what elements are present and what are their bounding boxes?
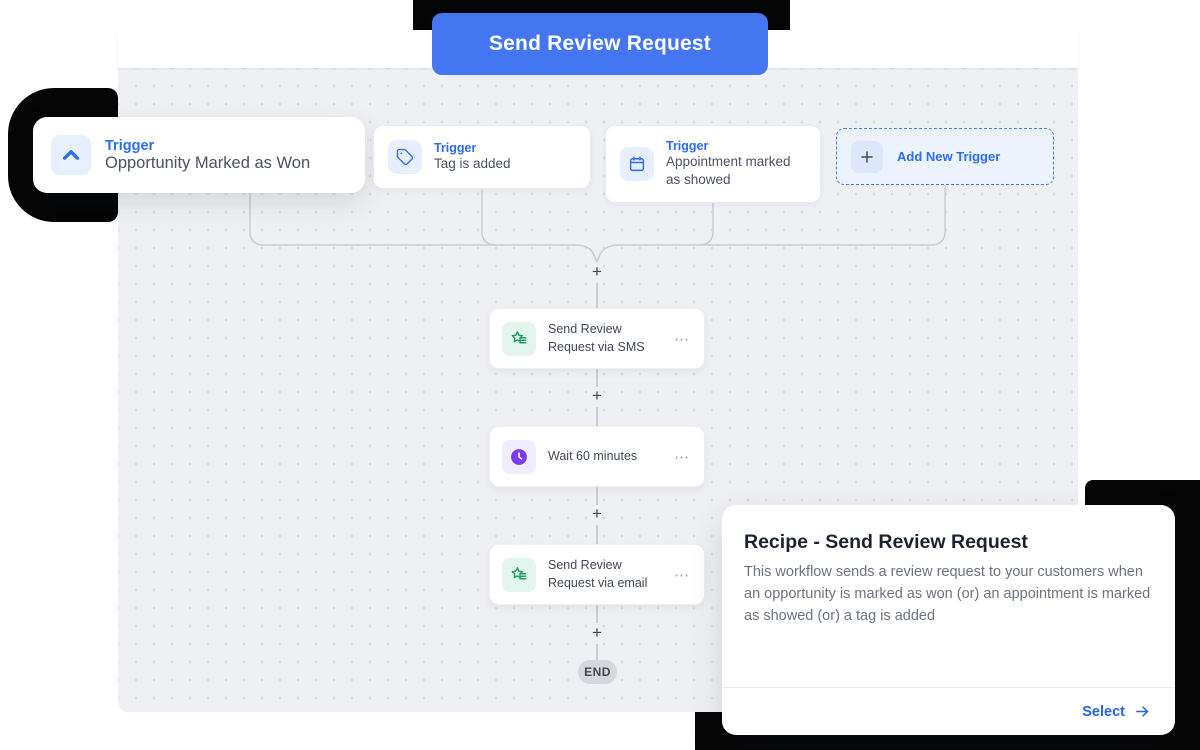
- recipe-card: Recipe - Send Review Request This workfl…: [722, 505, 1175, 735]
- trigger-title: Tag is added: [434, 155, 511, 171]
- step-menu-button[interactable]: ⋯: [672, 446, 692, 468]
- select-label: Select: [1082, 703, 1125, 720]
- recipe-body: Recipe - Send Review Request This workfl…: [722, 505, 1175, 687]
- review-star-icon: [502, 557, 536, 592]
- add-step-node[interactable]: +: [592, 386, 602, 405]
- trigger-card-tag[interactable]: Trigger Tag is added: [373, 125, 591, 189]
- recipe-footer: Select: [722, 687, 1175, 735]
- step-card-sms[interactable]: Send Review Request via SMS ⋯: [489, 308, 705, 369]
- add-new-trigger-button[interactable]: Add New Trigger: [836, 128, 1054, 185]
- step-title: Wait 60 minutes: [548, 448, 638, 463]
- trigger-text: Trigger Opportunity Marked as Won: [105, 138, 310, 173]
- trigger-type-label: Trigger: [105, 137, 155, 154]
- step-card-wait[interactable]: Wait 60 minutes ⋯: [489, 426, 705, 487]
- trigger-card-appointment[interactable]: Trigger Appointment marked as showed: [605, 125, 821, 203]
- connector-line: [596, 525, 598, 544]
- review-star-icon: [502, 321, 536, 356]
- connector-line: [596, 369, 598, 387]
- step-card-email[interactable]: Send Review Request via email ⋯: [489, 544, 705, 605]
- add-step-node[interactable]: +: [592, 504, 602, 523]
- trigger-text: Trigger Appointment marked as showed: [666, 139, 802, 189]
- add-step-node[interactable]: +: [592, 262, 602, 281]
- add-step-node[interactable]: +: [592, 623, 602, 642]
- arrow-right-icon: [1134, 703, 1151, 720]
- calendar-icon: [620, 147, 654, 181]
- step-title: Send Review Request via email: [548, 558, 648, 590]
- plus-icon: [851, 140, 883, 173]
- connector-line: [596, 605, 598, 623]
- chevron-up-icon: [51, 135, 91, 175]
- recipe-title: Recipe - Send Review Request: [744, 531, 1028, 553]
- trigger-title: Appointment marked as showed: [666, 153, 791, 187]
- connector-line: [596, 407, 598, 426]
- recipe-description: This workflow sends a review request to …: [744, 564, 1151, 624]
- trigger-card-opportunity[interactable]: Trigger Opportunity Marked as Won: [33, 117, 365, 193]
- tag-icon: [388, 140, 422, 174]
- trigger-type-label: Trigger: [666, 138, 709, 153]
- step-menu-button[interactable]: ⋯: [672, 328, 692, 350]
- add-new-trigger-label: Add New Trigger: [897, 149, 1001, 164]
- trigger-type-label: Trigger: [434, 140, 477, 155]
- connector-line: [596, 487, 598, 505]
- trigger-text: Trigger Tag is added: [434, 141, 511, 173]
- send-review-request-button[interactable]: Send Review Request: [432, 13, 768, 75]
- connector-line: [596, 644, 598, 660]
- clock-icon: [502, 439, 536, 474]
- step-title: Send Review Request via SMS: [548, 322, 645, 354]
- step-menu-button[interactable]: ⋯: [672, 564, 692, 586]
- end-badge: END: [578, 660, 617, 684]
- connector-line: [596, 283, 598, 308]
- select-button[interactable]: Select: [1082, 703, 1151, 720]
- trigger-title: Opportunity Marked as Won: [105, 153, 311, 172]
